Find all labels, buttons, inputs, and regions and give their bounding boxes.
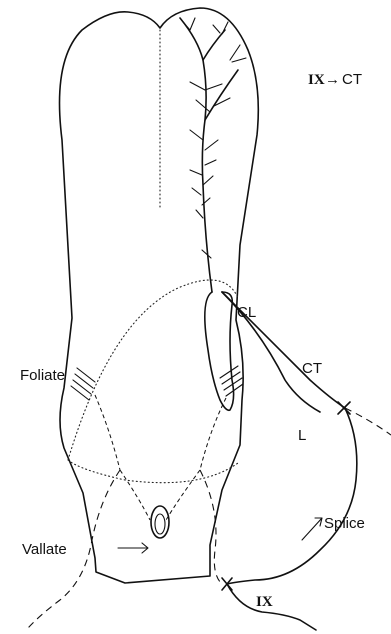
chorda-lingual-label: CL (237, 304, 256, 321)
splice-label: Splice (324, 515, 365, 532)
lingual-label: L (298, 427, 306, 444)
chorda-tympani-label: CT (302, 360, 322, 377)
foliate-label: Foliate (20, 367, 65, 384)
splice-arrow (302, 518, 322, 540)
lingual-nerve-tree (180, 18, 246, 292)
splice-mark-upper (338, 402, 350, 414)
vallate-arrow (118, 543, 148, 553)
foliate-dashed-left (95, 395, 120, 470)
foliate-dashed-right (200, 398, 226, 470)
chorda-lingual-loop (205, 292, 234, 410)
ix-dashed-right (200, 470, 222, 584)
title-target: CT (342, 71, 362, 88)
tongue-outline (60, 8, 259, 583)
title-arrow: → (325, 71, 340, 88)
splice-nerve (227, 408, 357, 584)
glossopharyngeal-label: IX (256, 594, 273, 610)
title-nerve: IX (308, 72, 325, 88)
vallate-papilla (151, 506, 169, 538)
ix-dashed-mid (120, 470, 200, 520)
vallate-label: Vallate (22, 541, 67, 558)
chorda-tympani-dashed (345, 408, 391, 435)
